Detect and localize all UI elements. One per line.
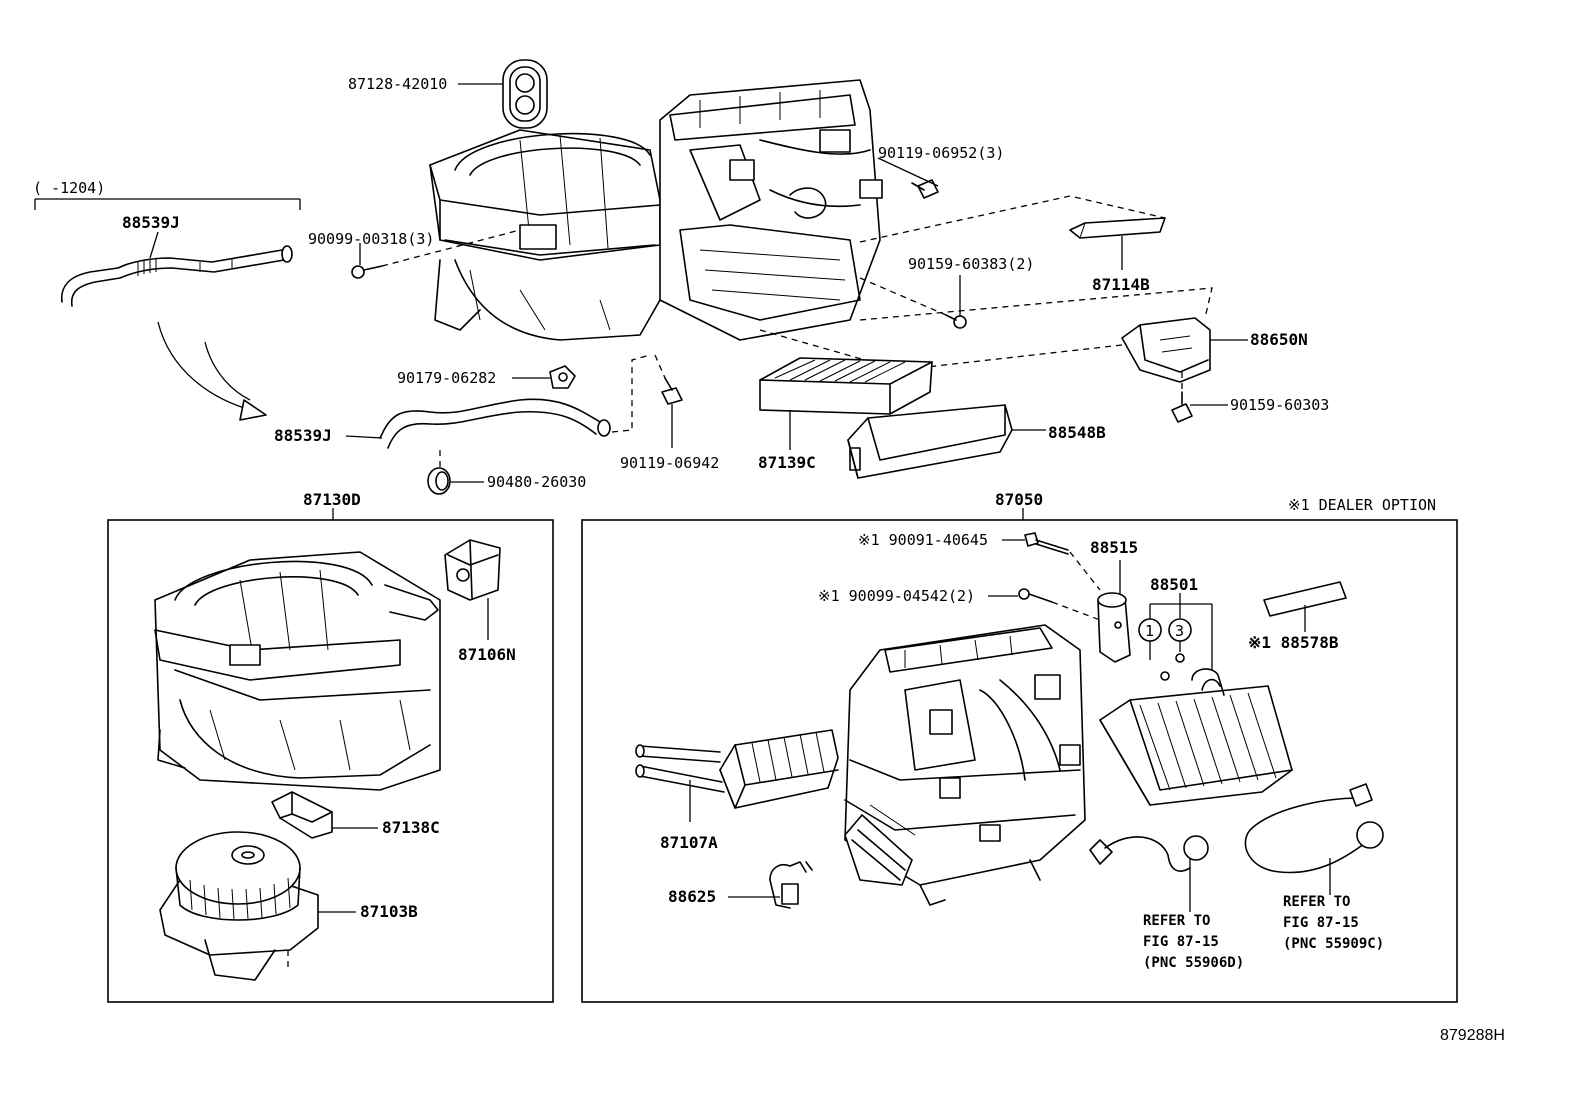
- label-90159-60383: 90159-60383(2): [908, 255, 1034, 273]
- label-90119-06952: 90119-06952(3): [878, 144, 1004, 162]
- label-88515: 88515: [1090, 538, 1138, 557]
- blower-motor-87103B: 87103B: [159, 831, 418, 981]
- label-88539J-lower: 88539J: [274, 426, 332, 445]
- thermistor-55909C: REFER TO FIG 87-15 (PNC 55909C): [1244, 783, 1384, 952]
- bolt-90099-04542: ※1 90099-04542(2): [818, 587, 1101, 621]
- label-87128-42010: 87128-42010: [348, 75, 447, 93]
- label-90099-00318: 90099-00318(3): [308, 230, 434, 248]
- label-88625: 88625: [668, 887, 716, 906]
- label-90119-06942: 90119-06942: [620, 454, 719, 472]
- valve-88515: 88515: [1090, 538, 1138, 663]
- label-87130D: 87130D: [303, 490, 361, 509]
- hose-88539J-lower: 88539J: [274, 354, 651, 449]
- label-90179-06282: 90179-06282: [397, 369, 496, 387]
- part-87114B: 87114B: [859, 195, 1166, 294]
- label-87114B: 87114B: [1092, 275, 1150, 294]
- ref-right-line3: (PNC 55909C): [1283, 936, 1384, 952]
- strip-88578B: ※1 88578B: [1248, 581, 1347, 652]
- label-88501: 88501: [1150, 575, 1198, 594]
- thermistor-55906D: REFER TO FIG 87-15 (PNC 55906D): [1089, 835, 1244, 971]
- circle-1: 1: [1145, 622, 1154, 640]
- label-88650N: 88650N: [1250, 330, 1308, 349]
- dealer-option-note: ※1 DEALER OPTION: [1288, 496, 1436, 514]
- nut-90179-06282: 90179-06282: [397, 365, 576, 389]
- label-87107A: 87107A: [660, 833, 718, 852]
- bolt-90091-40645: ※1 90091-40645: [858, 531, 1101, 591]
- servo-87106N: 87106N: [444, 539, 516, 664]
- label-90480-26030: 90480-26030: [487, 473, 586, 491]
- circle-3: 3: [1175, 622, 1184, 640]
- ref-left-line1: REFER TO: [1143, 913, 1210, 929]
- bolt-90119-06942: 90119-06942: [620, 354, 719, 472]
- label-87050: 87050: [995, 490, 1043, 509]
- hvac-unit-87050: [844, 624, 1086, 906]
- grommet-90480-26030: 90480-26030: [427, 450, 586, 495]
- screw-90159-60303: 90159-60303: [1171, 372, 1329, 423]
- box-87130D: 87130D 87106N 87138: [107, 490, 554, 1003]
- transition-arrows: [157, 321, 267, 421]
- label-90091-40645: ※1 90091-40645: [858, 531, 988, 549]
- label-90099-04542: ※1 90099-04542(2): [818, 587, 975, 605]
- figure-id: 879288H: [1440, 1027, 1505, 1044]
- label-90159-60303: 90159-60303: [1230, 396, 1329, 414]
- grommet-87128-42010: 87128-42010: [348, 59, 548, 129]
- resistor-87138C: 87138C: [271, 791, 440, 839]
- ref-right-line2: FIG 87-15: [1283, 915, 1359, 931]
- date-range-label: ( -1204): [33, 179, 105, 197]
- label-88539J-upper: 88539J: [122, 213, 180, 232]
- ref-right-line1: REFER TO: [1283, 894, 1350, 910]
- hose-88539J-upper: 88539J: [61, 213, 293, 307]
- bracket-88650N: 88650N: [759, 287, 1308, 383]
- label-88548B: 88548B: [1048, 423, 1106, 442]
- filter-87139C: 87139C: [758, 357, 933, 472]
- blower-case: [154, 551, 441, 791]
- label-87103B: 87103B: [360, 902, 418, 921]
- evaporator-88501: 1 3 88501: [1099, 575, 1293, 806]
- label-87138C: 87138C: [382, 818, 440, 837]
- ref-left-line3: (PNC 55906D): [1143, 955, 1244, 971]
- ref-left-line2: FIG 87-15: [1143, 934, 1219, 950]
- heater-core-87107A: 87107A: [635, 729, 839, 852]
- screw-90119-06952: 90119-06952(3): [877, 144, 1004, 199]
- screw-90159-60383: 90159-60383(2): [859, 255, 1034, 329]
- date-range-bracket: ( -1204): [33, 179, 301, 210]
- sensor-88625: 88625: [668, 861, 813, 909]
- label-87106N: 87106N: [458, 645, 516, 664]
- hvac-assembly-top: [429, 79, 883, 341]
- cover-88548B: 88548B: [847, 404, 1106, 479]
- label-87139C: 87139C: [758, 453, 816, 472]
- box-87050: 87050 ※1 DEALER OPTION ※1 90091-40645 ※1…: [581, 490, 1458, 1003]
- label-88578B: ※1 88578B: [1248, 633, 1339, 652]
- screw-90099-00318: 90099-00318(3): [308, 229, 521, 279]
